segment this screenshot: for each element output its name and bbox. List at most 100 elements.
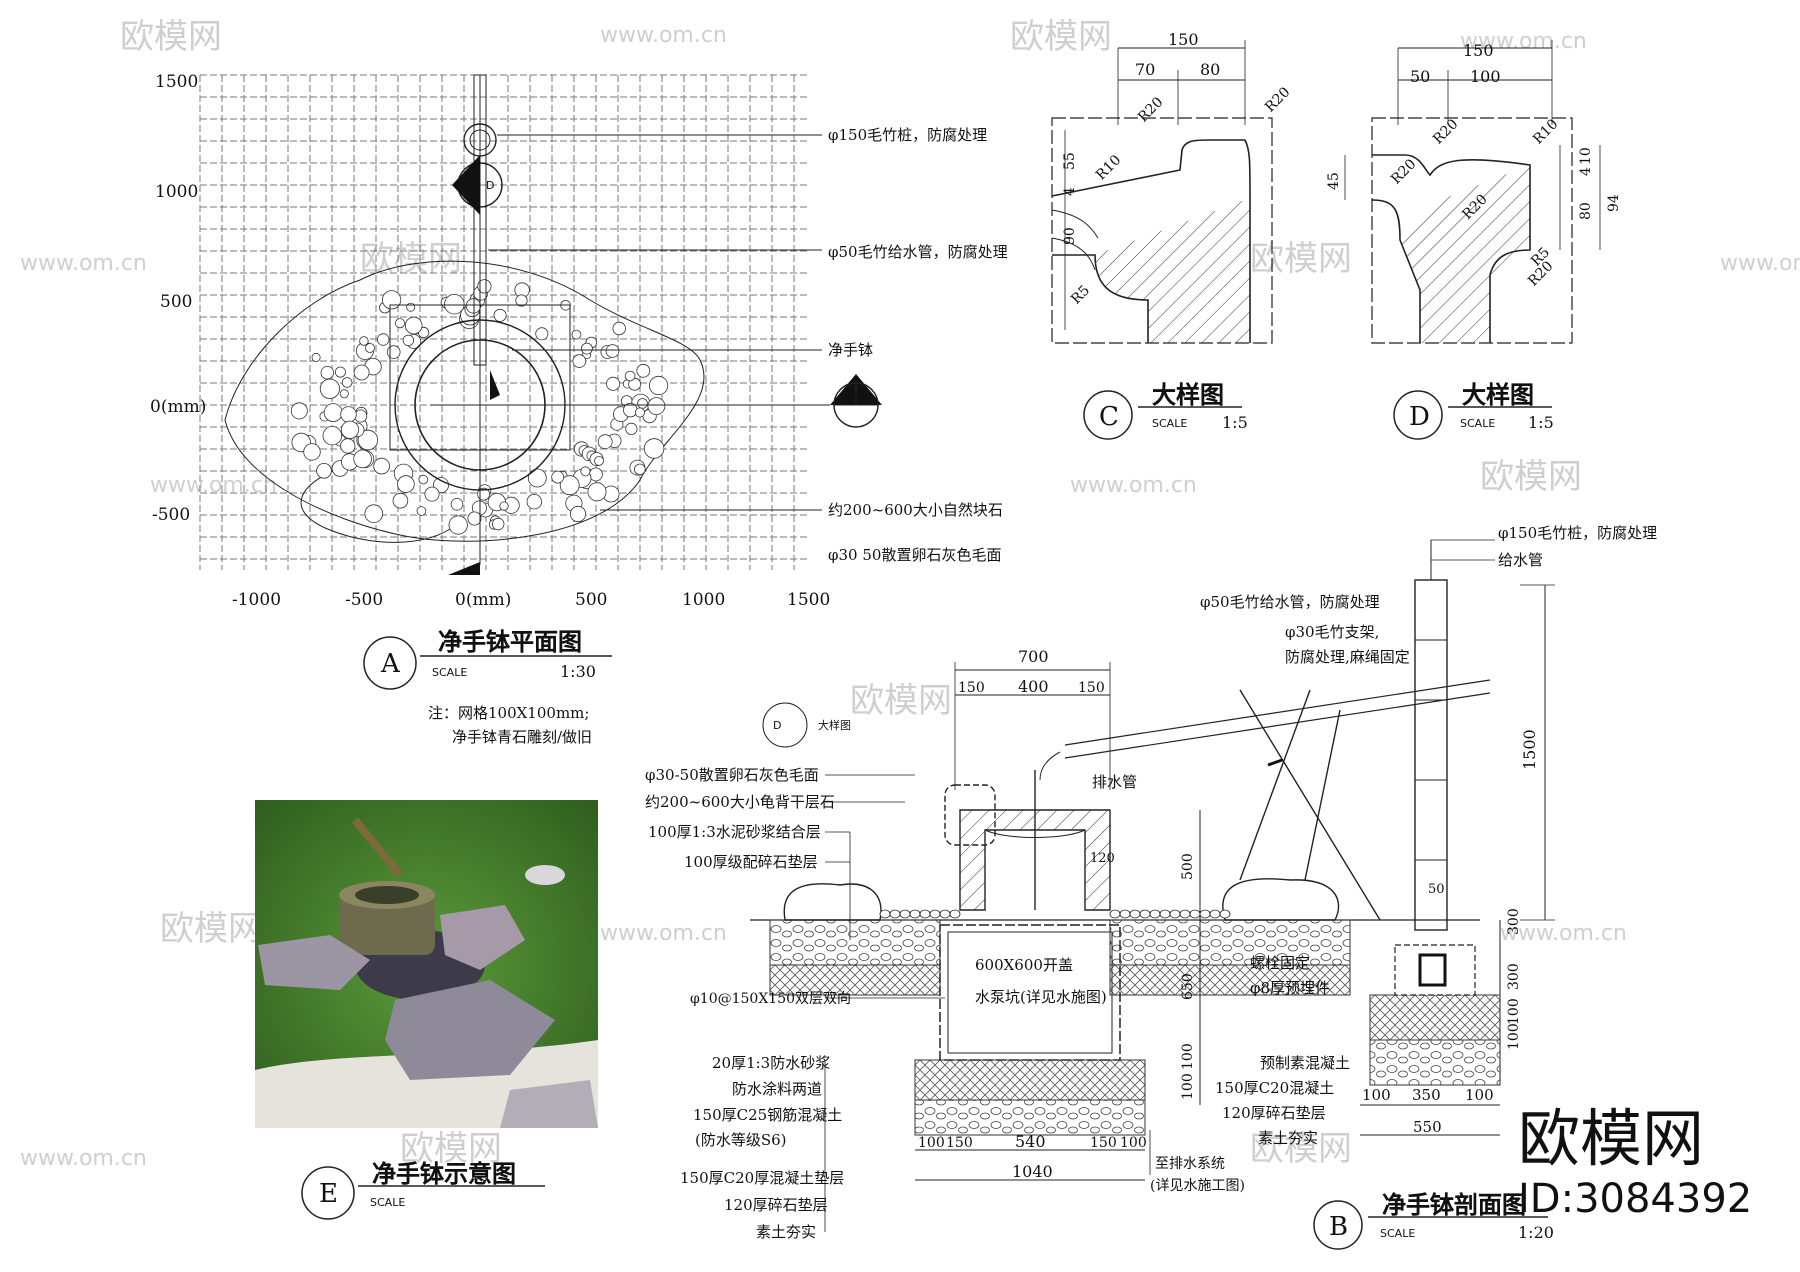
rock <box>385 980 555 1080</box>
dim-label: 80 <box>1578 202 1594 220</box>
title-letter-b: B <box>1329 1212 1348 1242</box>
title-letter-d: D <box>1409 402 1430 432</box>
dim-label: 4 <box>1578 167 1594 176</box>
rock <box>525 865 565 885</box>
bamboo-post <box>1414 579 1448 931</box>
pebble <box>526 494 543 510</box>
dim-label: 500 <box>1180 853 1196 880</box>
dim-label: 150 <box>958 680 985 696</box>
pebble <box>633 463 646 476</box>
section-left-label: 100厚级配碎石垫层 <box>684 853 818 871</box>
pebble <box>889 909 901 919</box>
dim-label: R20 <box>1135 94 1166 125</box>
section-mark-c: C <box>842 392 850 405</box>
photo-title: 净手钵示意图 <box>372 1160 516 1188</box>
section-bottom-label: (防水等级S6) <box>695 1131 787 1149</box>
dim-label: 540 <box>1015 1132 1046 1151</box>
pebble <box>647 397 666 416</box>
pebble <box>594 455 604 466</box>
plan-x-tick: 1500 <box>787 590 830 610</box>
pit-label: 水泵坑(详见水施图) <box>975 988 1107 1006</box>
soil-layer <box>1109 964 1351 996</box>
post-layer-label: 120厚碎石垫层 <box>1222 1104 1326 1122</box>
dim-label: 100 <box>1470 67 1501 86</box>
section-right-label: 给水管 <box>1498 551 1543 569</box>
dim-label: 150 <box>1463 41 1494 60</box>
pebble <box>290 402 308 420</box>
dim-label: 70 <box>1135 60 1155 79</box>
concrete-base <box>914 1059 1146 1101</box>
pebble <box>357 429 379 451</box>
dim-label: R5 <box>1068 282 1093 307</box>
watermark-url: www.om.cn <box>600 23 727 48</box>
dim-label: 150 <box>1078 680 1105 696</box>
dim-label: 350 <box>1412 1086 1441 1104</box>
gravel-layer <box>769 919 941 966</box>
title-letter-e: E <box>319 1179 338 1209</box>
post-pit <box>1394 944 1476 996</box>
pebble <box>559 475 580 496</box>
pebble <box>527 468 547 488</box>
pit-label: 600X600开盖 <box>975 956 1073 974</box>
dim-label: 150 <box>946 1135 973 1151</box>
pebble <box>402 334 415 347</box>
brand-logo-text: 欧模网 <box>1518 1102 1704 1175</box>
pebble <box>612 321 626 336</box>
pebble <box>340 406 357 423</box>
pebble <box>353 449 372 469</box>
pebble-row <box>879 909 1231 919</box>
pebble <box>643 438 665 459</box>
dim-label: R20 <box>1388 156 1419 187</box>
dim-label: 90 <box>1062 227 1078 245</box>
pebble <box>303 443 321 461</box>
pebble <box>377 333 390 346</box>
pebble <box>477 279 492 294</box>
post-layer-label: 预制素混凝土 <box>1260 1054 1350 1072</box>
dim-label: 55 <box>1062 152 1078 170</box>
plan-y-tick: 1000 <box>155 182 198 202</box>
plan-axis-labels: 1500 1000 500 0(mm) -500 -1000 -500 0(mm… <box>150 72 830 610</box>
pebble <box>493 308 507 322</box>
pebble <box>1119 909 1131 919</box>
plan-callout: φ150毛竹桩，防腐处理 <box>828 126 987 144</box>
pebble <box>392 492 409 509</box>
dim-label: 120 <box>1090 851 1115 866</box>
pebble <box>909 909 921 919</box>
dim-label: 80 <box>1200 60 1220 79</box>
watermark-logo: 欧模网 <box>1250 239 1352 279</box>
plan-x-tick: -1000 <box>232 590 281 610</box>
pebble <box>467 511 482 526</box>
gravel-base <box>914 1099 1146 1136</box>
post-label: 螺栓固定 <box>1250 954 1310 972</box>
pebble <box>919 909 931 919</box>
dim-label: 300 <box>1506 908 1522 935</box>
plan-y-tick: 1500 <box>155 72 198 92</box>
section-right-label: 排水管 <box>1092 773 1137 791</box>
watermark-logo: 欧模网 <box>1010 17 1112 57</box>
boulder <box>783 883 882 921</box>
pump-pit-inner <box>947 931 1113 1054</box>
section-bottom-label: 防水涂料两道 <box>732 1080 822 1098</box>
pebble <box>341 377 353 388</box>
rock <box>500 1080 598 1128</box>
section-left-label: φ10@150X150双层双向 <box>690 991 851 1007</box>
watermark-url: www.om.cn <box>1720 251 1800 276</box>
watermark-logo: 欧模网 <box>1250 1129 1352 1169</box>
pebble <box>949 909 961 919</box>
pebble <box>1129 909 1141 919</box>
detail-c-title: 大样图 <box>1152 381 1224 409</box>
section-scale-word: SCALE <box>1380 1227 1415 1240</box>
dim-label: 550 <box>1413 1118 1442 1136</box>
pebble <box>340 438 356 454</box>
watermark-url: www.om.cn <box>600 921 727 946</box>
post-layer-label: 150厚C20混凝土 <box>1215 1079 1334 1097</box>
dim-label: 1040 <box>1012 1162 1053 1181</box>
soil-layer <box>769 964 941 996</box>
watermark-url: www.om.cn <box>20 1146 147 1171</box>
section-left-label: φ30-50散置卵石灰色毛面 <box>645 766 819 784</box>
pebble <box>636 363 651 378</box>
watermark-url: www.om.cn <box>150 473 277 498</box>
dim-label: R10 <box>1530 116 1561 147</box>
pebble <box>551 470 565 484</box>
dim-label: 100 <box>1362 1086 1391 1104</box>
